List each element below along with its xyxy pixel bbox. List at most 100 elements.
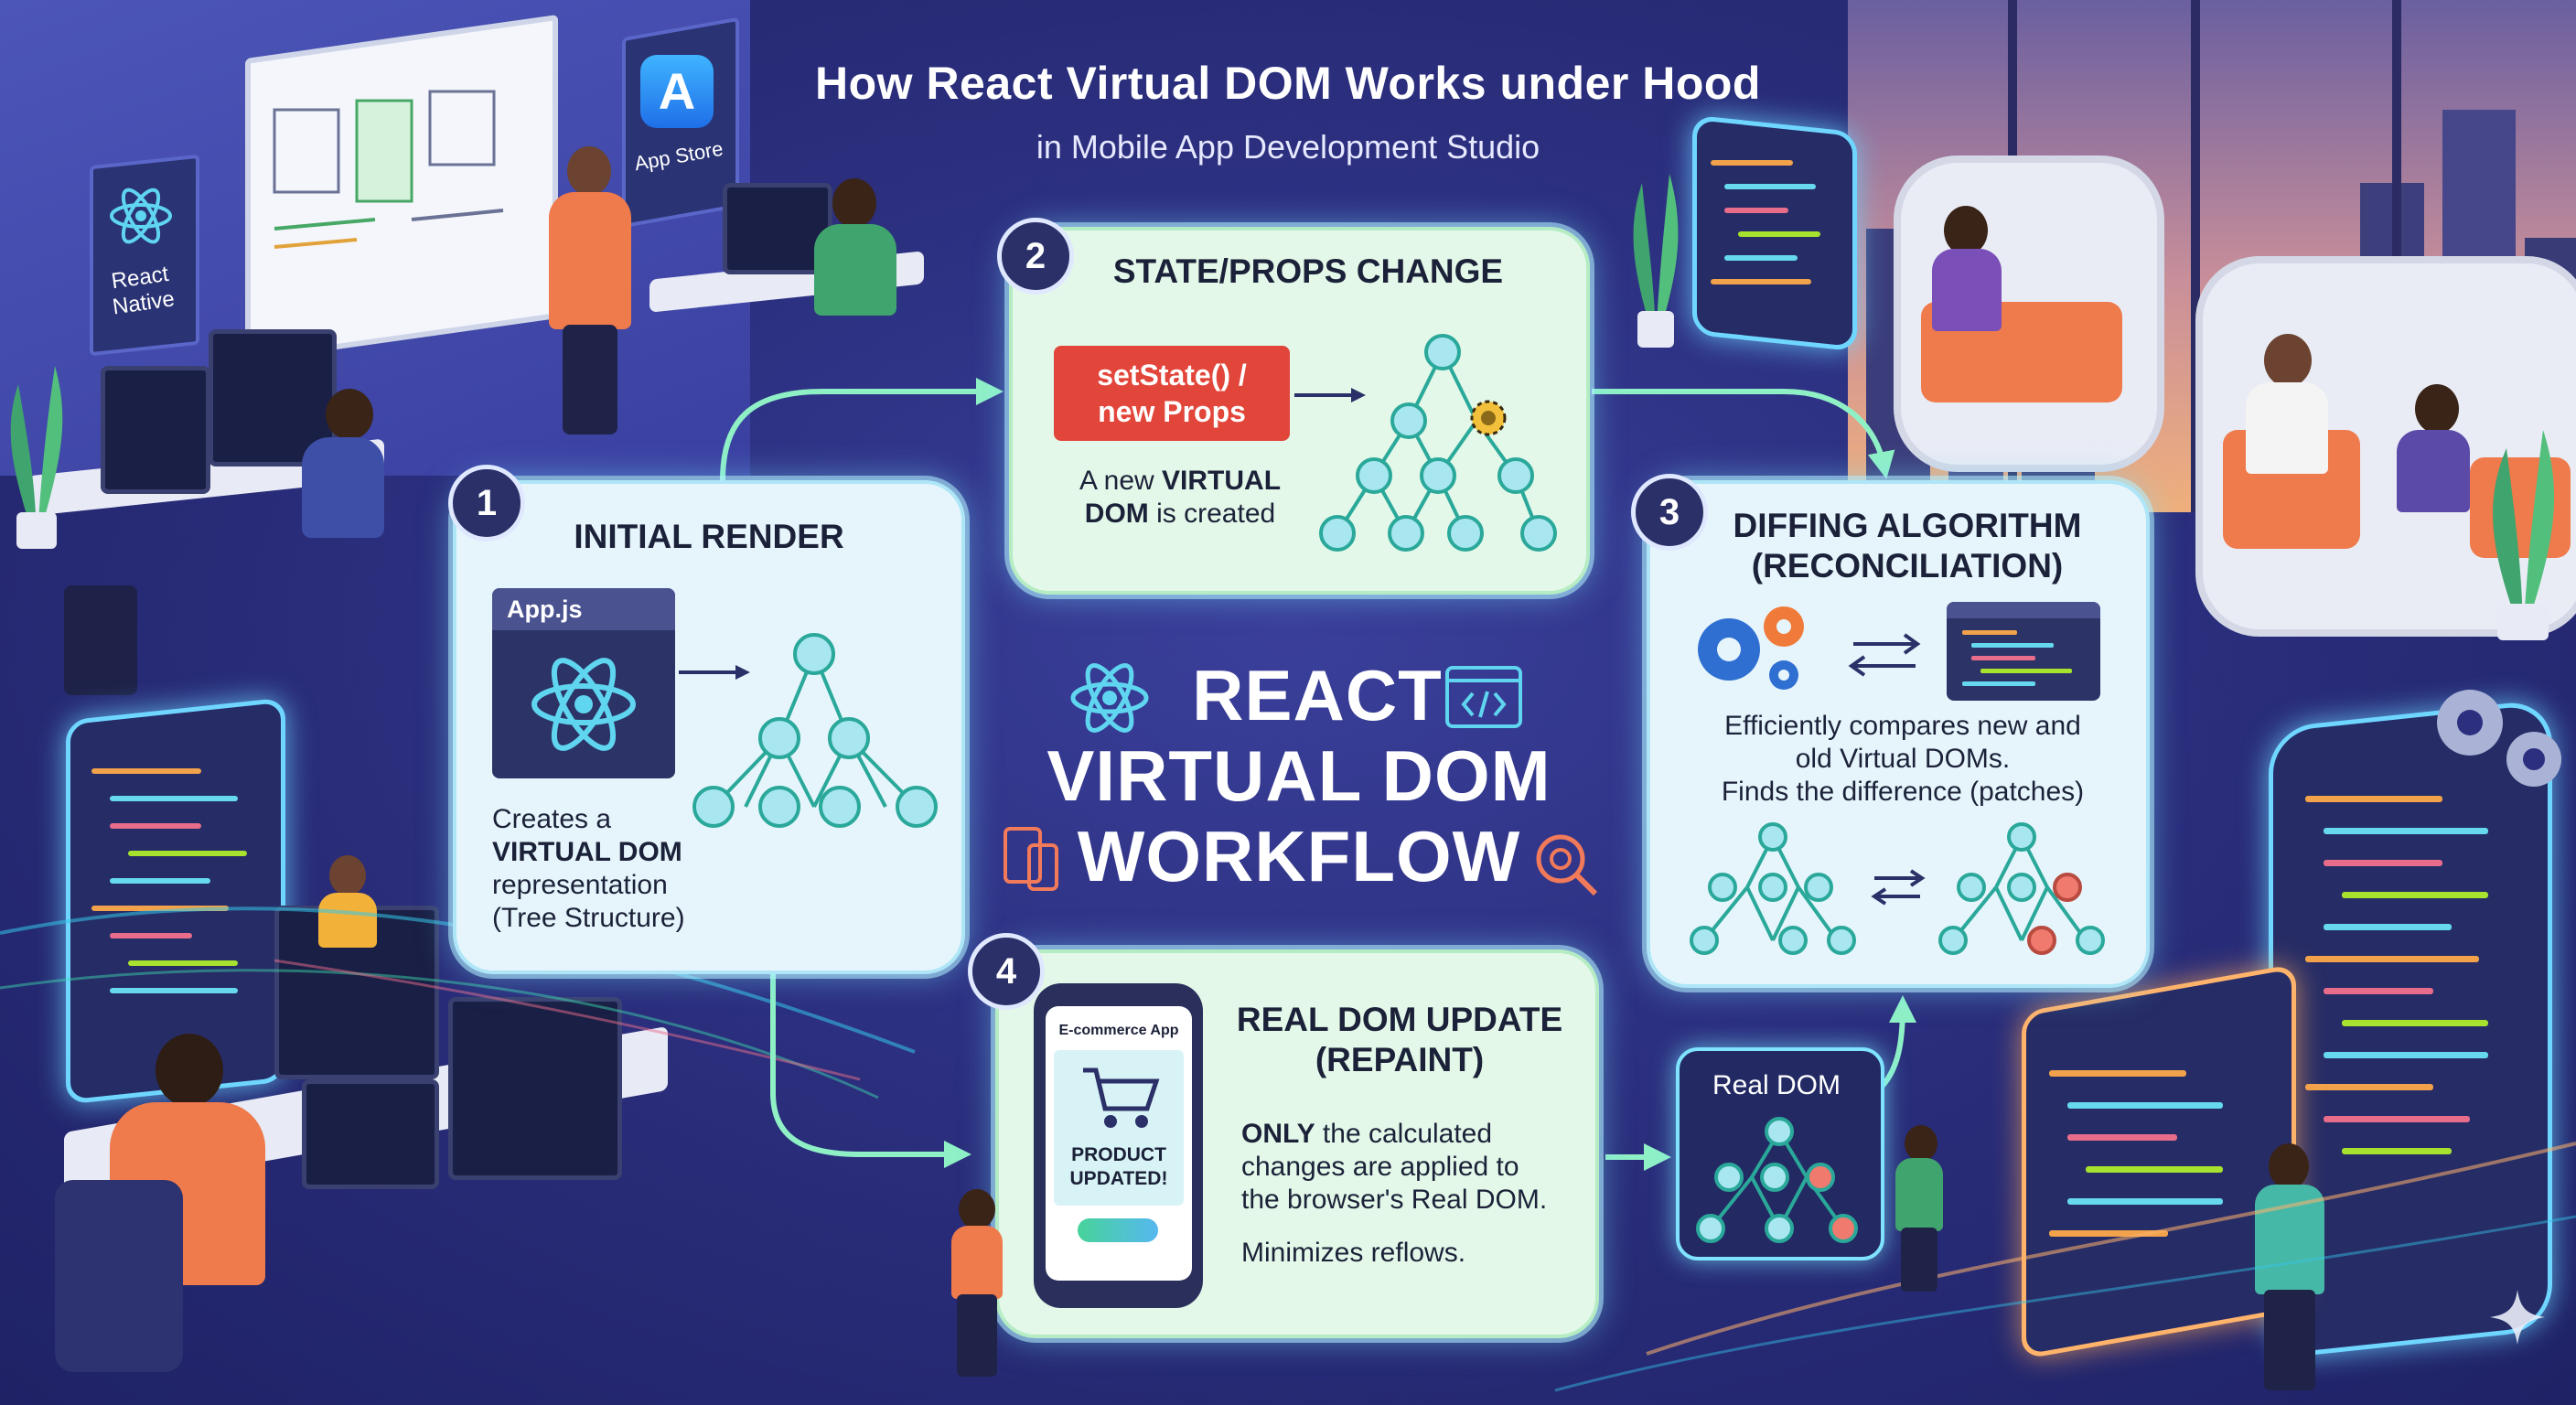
realdom-person-body [1895, 1158, 1943, 1231]
app-store-icon: A [640, 55, 714, 128]
code-brackets-icon [1445, 666, 1522, 728]
page-title: How React Virtual DOM Works under Hood [815, 58, 1761, 109]
step3-text-line3: Finds the difference (patches) [1721, 777, 2085, 807]
step4-title-line1: REAL DOM UPDATE [1236, 1001, 1563, 1038]
gear-icons-right [2437, 690, 2561, 787]
step3-title: DIFFING ALGORITHM (RECONCILIATION) [1697, 506, 2118, 586]
developer-top-head [832, 178, 876, 228]
phone-buy-button [1078, 1218, 1158, 1242]
center-title-line3: WORKFLOW [1077, 816, 1521, 896]
swap-arrows-icon [1848, 633, 1921, 677]
new-virtual-dom-tree [1938, 822, 2105, 955]
step1-text-post1: representation [492, 870, 668, 900]
arrow-right-icon [679, 665, 750, 680]
tablet-person-legs [957, 1294, 997, 1377]
changed-node [1829, 1214, 1858, 1243]
step4-text-line2: changes are applied to [1241, 1152, 1519, 1182]
step3-description: Efficiently compares new and old Virtual… [1674, 710, 2131, 809]
step2-title: STATE/PROPS CHANGE [1112, 252, 1504, 290]
step1-number-badge: 1 [448, 465, 525, 542]
real-dom-label: Real DOM [1712, 1070, 1841, 1100]
pod-top-person-body [1932, 249, 2002, 331]
bottom-monitor-1 [274, 906, 439, 1079]
step1-text-post2: (Tree Structure) [492, 903, 685, 933]
developer-left-body [302, 437, 384, 538]
react-logo-icon [110, 188, 172, 244]
step3-number-badge: 3 [1631, 474, 1708, 551]
presenter-legs [563, 325, 617, 434]
arrow-step2-to-step3 [1592, 389, 1895, 479]
step4-text-line3: the browser's Real DOM. [1241, 1185, 1548, 1215]
changed-node [2027, 926, 2056, 955]
developer-top-body [814, 224, 896, 316]
virtual-dom-tree-step1 [692, 633, 938, 828]
center-title-line1: REACT [1192, 655, 1443, 735]
old-virtual-dom-tree [1690, 822, 1856, 955]
phone-app-header: E-commerce App [1058, 1023, 1179, 1038]
appjs-code-panel: App.js [492, 588, 675, 778]
step1-description: Creates a VIRTUAL DOM representation (Tr… [492, 803, 785, 935]
virtual-dom-tree-step2 [1319, 334, 1557, 552]
bottom-monitor-2 [448, 997, 622, 1180]
small-developer-head [329, 855, 366, 896]
pod-bottom-person1-body [2246, 382, 2328, 474]
bottom-laptop [302, 1079, 439, 1189]
arrow-realdom-to-step3 [1877, 995, 1916, 1091]
arrow-right-icon [1294, 388, 1366, 402]
changed-node [1806, 1163, 1835, 1192]
step2-text-bold2: DOM [1084, 499, 1149, 529]
product-badge-line1: PRODUCT [1071, 1144, 1166, 1165]
pc-tower [64, 585, 137, 695]
gears-icon [1698, 606, 1804, 690]
step4-number-badge: 4 [968, 933, 1045, 1010]
step3-title-line1: DIFFING ALGORITHM [1733, 507, 2082, 544]
product-badge-line2: UPDATED! [1069, 1168, 1168, 1189]
search-gear-icon [1536, 834, 1598, 896]
realdom-person-head [1905, 1125, 1937, 1162]
changed-node [2053, 873, 2082, 902]
pod-bottom-person2-body [2397, 430, 2470, 512]
developer-bottom-chair [55, 1180, 183, 1372]
page-subtitle: in Mobile App Development Studio [1036, 128, 1540, 166]
wireframe-sketches [273, 90, 504, 249]
step4-title: REAL DOM UPDATE (REPAINT) [1217, 1000, 1583, 1080]
react-logo-icon [1070, 663, 1149, 733]
step4-title-line2: (REPAINT) [1315, 1041, 1485, 1078]
step4-text-line4: Minimizes reflows. [1241, 1238, 1466, 1268]
center-workflow-title: REACT VIRTUAL DOM WORKFLOW [988, 655, 1610, 896]
center-title-line2: VIRTUAL DOM [1046, 735, 1551, 816]
step4-text-bold: ONLY [1241, 1119, 1315, 1149]
step3-title-line2: (RECONCILIATION) [1751, 547, 2064, 585]
code-window-lines [1962, 630, 2072, 686]
code-lines-right-tall [2305, 796, 2488, 1154]
code-lines-top-right [1711, 160, 1820, 284]
phone-product-tile [1054, 1050, 1184, 1206]
plant-right [2493, 430, 2555, 640]
step2-text-bold1: VIRTUAL [1162, 466, 1282, 496]
plant-left [10, 366, 63, 549]
step1-text-bold: VIRTUAL DOM [492, 837, 682, 867]
step3-text-line1: Efficiently compares new and [1724, 711, 2081, 741]
step2-text-pre: A new [1079, 466, 1163, 496]
left-monitor-1 [101, 366, 210, 494]
product-updated-badge: PRODUCT UPDATED! [1054, 1143, 1184, 1191]
setstate-button-line2: new Props [1098, 395, 1246, 428]
plant-top [1633, 174, 1679, 348]
right-developer-legs [2264, 1290, 2315, 1390]
presenter-head [567, 146, 611, 196]
appjs-code-label: App.js [492, 588, 675, 630]
step1-title: INITIAL RENDER [574, 518, 844, 555]
shopping-cart-icon [1083, 1067, 1160, 1128]
compare-arrows-icon [1871, 869, 1926, 906]
code-lines-right-wide [2049, 1070, 2223, 1237]
arrow-step1-to-step4 [770, 974, 971, 1168]
step3-text-line2: old Virtual DOMs. [1795, 744, 2011, 774]
pod-top-person-head [1944, 206, 1988, 255]
tablet-person-body [951, 1226, 1003, 1299]
devices-icon [1004, 827, 1058, 891]
step2-description: A new VIRTUAL DOM is created [1061, 465, 1299, 531]
realdom-person-legs [1901, 1228, 1937, 1292]
pod-bottom-person2-head [2415, 384, 2459, 434]
